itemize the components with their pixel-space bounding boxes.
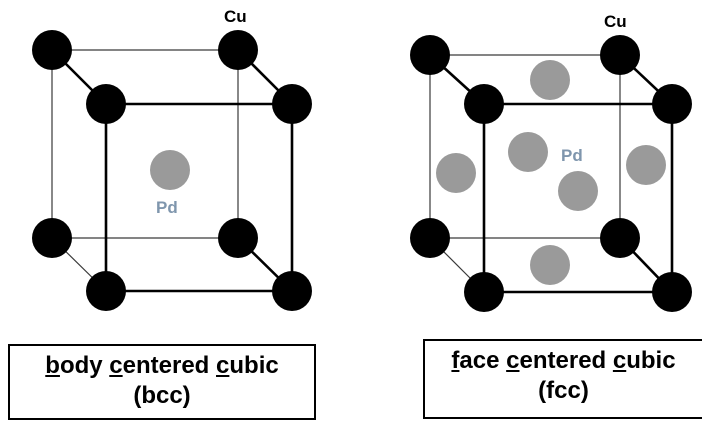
fcc-pd-atom-right	[626, 145, 666, 185]
fcc-pd-label: Pd	[561, 146, 583, 165]
fcc-cu-atom	[652, 84, 692, 124]
fcc-pd-atom-back	[508, 132, 548, 172]
fcc-pd-atom-front	[558, 171, 598, 211]
fcc-cu-atom	[464, 272, 504, 312]
bcc-pd-label: Pd	[156, 198, 178, 217]
bcc-cu-atom	[32, 218, 72, 258]
fcc-cu-atom	[600, 35, 640, 75]
fcc-cu-atom	[410, 218, 450, 258]
bcc-pd-atom	[150, 150, 190, 190]
bcc-cu-atom	[218, 218, 258, 258]
bcc-caption-abbr: (bcc)	[133, 382, 191, 409]
fcc-unit-cell: Cu Pd	[410, 12, 692, 312]
bcc-cu-atom	[32, 30, 72, 70]
fcc-cu-atom	[600, 218, 640, 258]
fcc-cu-atom	[410, 35, 450, 75]
fcc-cu-atom	[652, 272, 692, 312]
fcc-caption-abbr: (fcc)	[538, 377, 589, 404]
fcc-pd-atom-top	[530, 60, 570, 100]
fcc-cu-atom	[464, 84, 504, 124]
bcc-unit-cell: Cu Pd	[32, 7, 312, 311]
fcc-pd-atom-bottom	[530, 245, 570, 285]
bcc-cu-label: Cu	[224, 7, 247, 26]
bcc-caption-title: body centered cubic	[45, 352, 279, 379]
bcc-cu-atom	[218, 30, 258, 70]
bcc-cu-atom	[272, 271, 312, 311]
bcc-cu-atom	[272, 84, 312, 124]
fcc-caption-title: face centered cubic	[451, 347, 676, 374]
bcc-caption: body centered cubic (bcc)	[8, 344, 316, 420]
fcc-cu-label: Cu	[604, 12, 627, 31]
bcc-cu-atom	[86, 84, 126, 124]
bcc-cu-atom	[86, 271, 126, 311]
fcc-pd-atom-left	[436, 153, 476, 193]
fcc-caption: face centered cubic (fcc)	[423, 339, 702, 419]
